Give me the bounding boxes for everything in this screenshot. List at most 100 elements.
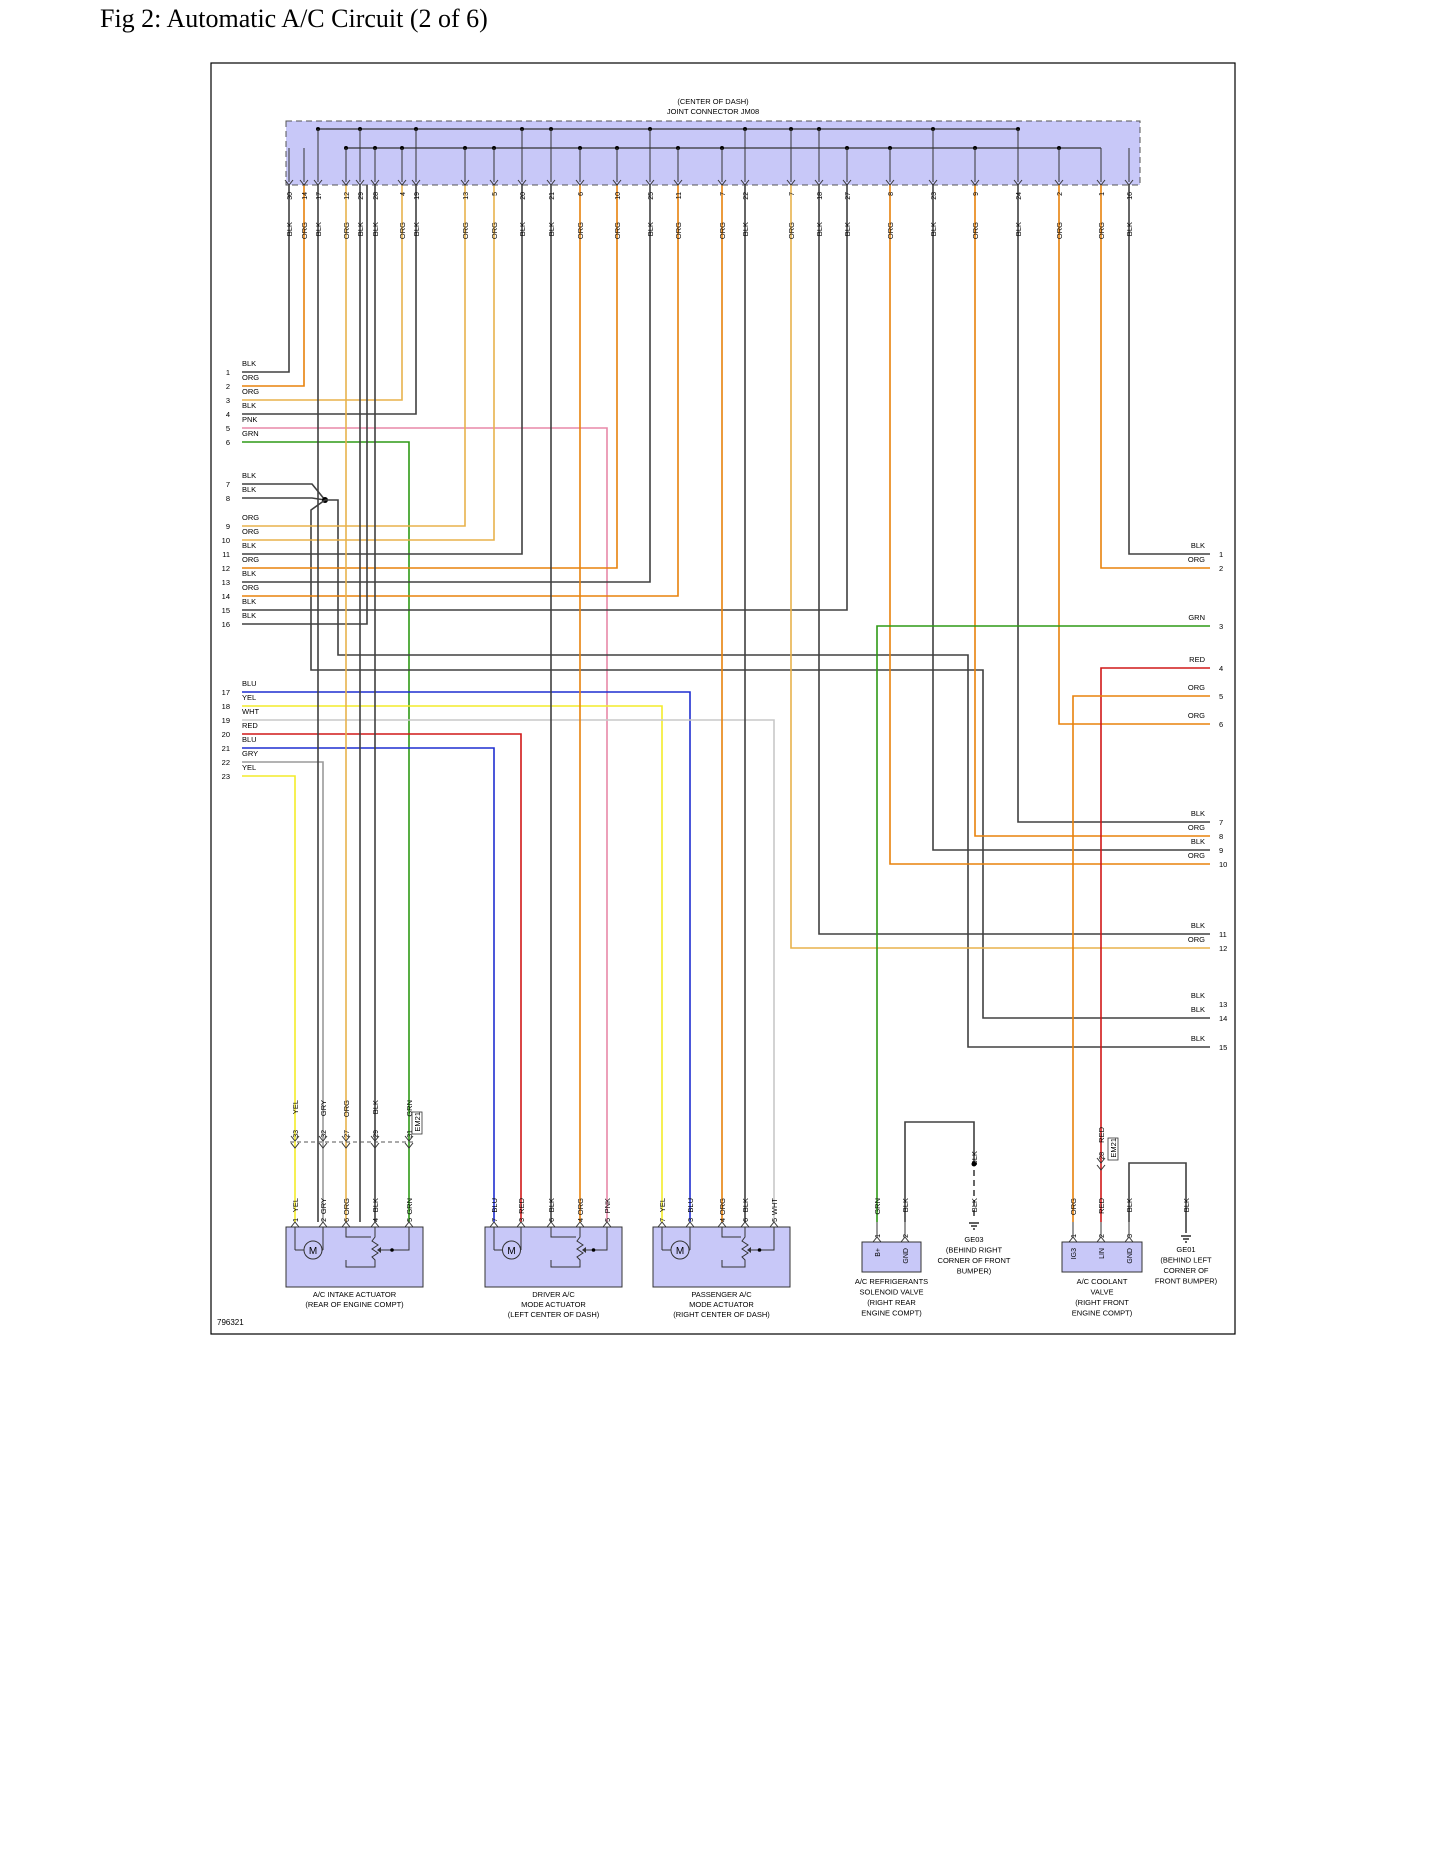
joint-pin-number: 9	[973, 192, 980, 196]
joint-pin-chevron	[673, 179, 683, 186]
component-intake-wire-color: ORG	[342, 1198, 351, 1215]
component-driver-pin-arrow	[546, 1221, 556, 1228]
joint-pin-number: 22	[743, 192, 750, 200]
motor-icon-label: M	[676, 1246, 684, 1257]
left-terminal-color-label: BLK	[242, 359, 256, 368]
joint-pin-chevron	[575, 179, 585, 186]
right-terminal-color-label: ORG	[1188, 711, 1205, 720]
right-terminal-color-label: ORG	[1188, 823, 1205, 832]
joint-connector-body	[285, 120, 1141, 186]
ground-ge03-label: GE03	[964, 1235, 983, 1244]
component-intake-wire-color: GRY	[319, 1198, 328, 1214]
joint-pin-color-label: ORG	[342, 222, 351, 239]
right-terminal-color-label: BLK	[1191, 541, 1205, 550]
joint-pin-chevron	[1054, 179, 1064, 186]
ground-ge01-label: (BEHIND LEFT	[1160, 1256, 1212, 1265]
component-passenger-wire-color: YEL	[658, 1198, 667, 1212]
left-terminal-color-label: BLK	[242, 471, 256, 480]
wire-jm-24	[1017, 185, 1210, 823]
left-terminal-number: 21	[222, 744, 230, 753]
wire-jm-2	[1058, 185, 1210, 725]
component-intake-wire-color: GRN	[405, 1198, 414, 1215]
component-coolant-body	[1061, 1241, 1143, 1273]
wire-r5	[1072, 695, 1210, 1222]
component-coolant-pin-function: LIN	[1099, 1248, 1106, 1259]
em21-wire-color-label: YEL	[291, 1100, 300, 1114]
component-driver-name: DRIVER A/C	[532, 1290, 575, 1299]
component-intake-pin-arrow	[370, 1221, 380, 1228]
joint-pin-color-label: BLK	[843, 222, 852, 236]
wire-l18	[242, 705, 663, 1222]
right-terminal-number: 8	[1219, 832, 1223, 841]
component-coolant-name: A/C COOLANT	[1077, 1277, 1128, 1286]
joint-pin-number: 27	[845, 192, 852, 200]
wiper-dot	[390, 1248, 394, 1252]
em21-chevron	[370, 1135, 380, 1149]
joint-pin-chevron	[885, 179, 895, 186]
ground-ge01-label: CORNER OF	[1164, 1266, 1209, 1275]
joint-pin-number: 30	[287, 192, 294, 200]
component-driver-pin-number: 3	[519, 1218, 526, 1222]
wire-jm-18	[818, 185, 1210, 935]
joint-pin-number: 29	[358, 192, 365, 200]
wire-l14	[242, 185, 679, 597]
component-solenoid-pin-function: GND	[903, 1248, 910, 1264]
left-terminal-number: 23	[222, 772, 230, 781]
component-driver-pin-arrow	[575, 1221, 585, 1228]
wire-l5	[242, 427, 608, 1222]
component-solenoid-pin-number: 2	[903, 1234, 910, 1238]
component-passenger-pin-number: 4	[720, 1218, 727, 1222]
left-terminal-number: 9	[226, 522, 230, 531]
right-terminal-number: 11	[1219, 930, 1227, 939]
component-intake-wire-color: BLK	[371, 1198, 380, 1212]
left-terminal-color-label: ORG	[242, 373, 259, 382]
wire-jm-16	[1128, 185, 1210, 555]
left-terminal-color-label: ORG	[242, 513, 259, 522]
component-passenger-name: PASSENGER A/C	[691, 1290, 752, 1299]
right-terminal-number: 15	[1219, 1043, 1227, 1052]
left-terminal-color-label: YEL	[242, 763, 256, 772]
component-intake-body	[285, 1226, 424, 1288]
right-terminal-color-label: BLK	[1191, 1005, 1205, 1014]
joint-pin-color-label: ORG	[613, 222, 622, 239]
joint-pin-chevron	[341, 179, 351, 186]
image-id-label: 796321	[217, 1318, 244, 1327]
wiper-arrow	[582, 1247, 586, 1253]
em21-wire-color-label: BLK	[371, 1100, 380, 1114]
wiper-dot	[757, 1248, 762, 1252]
joint-pin-color-label: BLK	[314, 222, 323, 236]
em21-chevron	[341, 1135, 351, 1149]
joint-pin-chevron	[313, 179, 323, 186]
em21-right-name-box	[1107, 1137, 1119, 1161]
component-driver-name: MODE ACTUATOR	[521, 1300, 586, 1309]
component-passenger-pin-arrow	[657, 1221, 667, 1228]
wire-l4	[242, 185, 417, 415]
component-intake-pin-arrow	[318, 1221, 328, 1228]
wire-l6	[242, 441, 410, 1222]
left-terminal-color-label: BLU	[242, 679, 257, 688]
em21-wire-color-label: GRN	[405, 1100, 414, 1117]
component-passenger-pin-arrow	[717, 1221, 727, 1228]
wire-l17	[242, 691, 691, 1222]
joint-pin-color-label: ORG	[674, 222, 683, 239]
potentiometer-icon	[550, 1227, 584, 1268]
component-passenger-pin-arrow	[769, 1221, 779, 1228]
left-terminal-color-label: BLK	[242, 597, 256, 606]
joint-pin-chevron	[546, 179, 556, 186]
joint-pin-number: 13	[463, 192, 470, 200]
right-terminal-color-label: GRN	[1188, 613, 1205, 622]
em21-chevron	[404, 1135, 414, 1149]
component-passenger-pin-number: 3	[688, 1218, 695, 1222]
component-driver-name: (LEFT CENTER OF DASH)	[508, 1310, 600, 1319]
left-terminal-number: 22	[222, 758, 230, 767]
joint-pin-number: 21	[549, 192, 556, 200]
wire-splice-r15	[325, 499, 1210, 1048]
joint-location-label: (CENTER OF DASH)	[677, 97, 749, 106]
component-passenger-name: MODE ACTUATOR	[689, 1300, 754, 1309]
component-intake-pin-arrow	[341, 1221, 351, 1228]
wire-jm-1	[1100, 185, 1210, 569]
component-intake-pin-number: 6	[344, 1218, 351, 1222]
right-terminal-number: 6	[1219, 720, 1223, 729]
